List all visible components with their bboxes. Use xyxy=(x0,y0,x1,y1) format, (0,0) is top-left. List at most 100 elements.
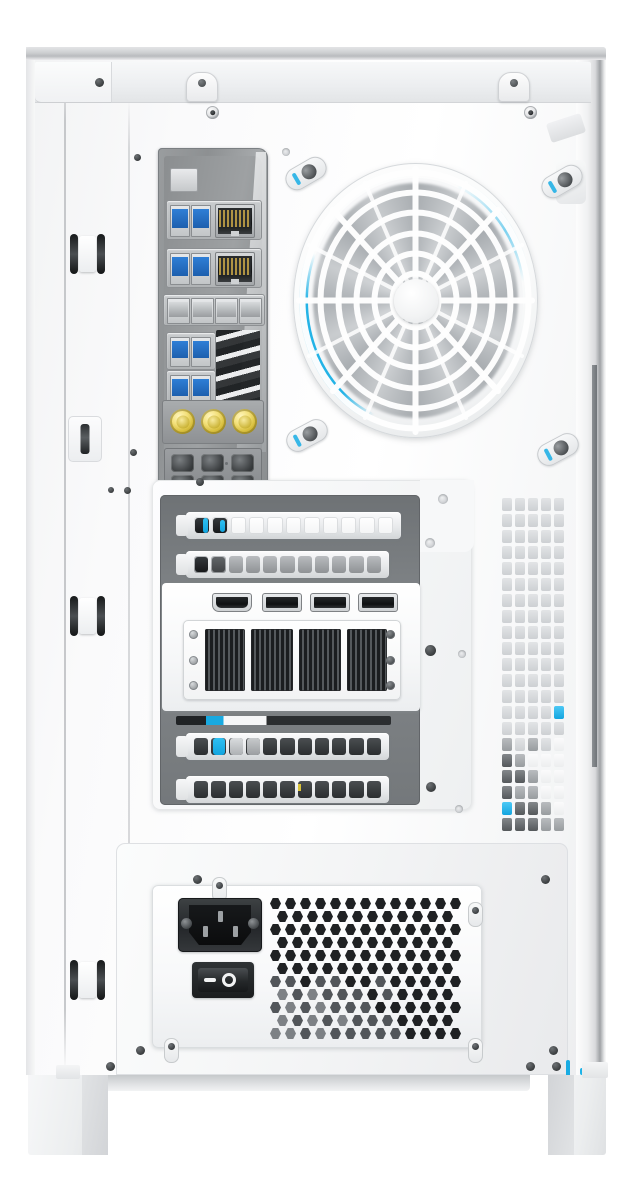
psu-shroud-rivet-bl xyxy=(136,1046,145,1055)
power-switch[interactable] xyxy=(192,962,254,998)
side-panel-seam xyxy=(64,60,66,1070)
usb-port-2.0-2[interactable] xyxy=(191,298,214,324)
psu-honeycomb-vent xyxy=(270,898,468,1039)
legacy-port-3[interactable] xyxy=(231,454,254,472)
gpu-under-gap xyxy=(176,716,391,725)
backplate-rivet-left xyxy=(196,478,204,486)
rear-exhaust-fan xyxy=(283,158,548,443)
backplate-screw-lower[interactable] xyxy=(426,782,436,792)
foot-left-bracket xyxy=(56,1065,80,1079)
fan-grille xyxy=(296,166,535,435)
psu-shroud-rivet-left xyxy=(193,875,202,884)
panel-latch-middle[interactable] xyxy=(68,416,102,462)
panel-latch-upper[interactable] xyxy=(70,234,110,274)
legacy-port-1[interactable] xyxy=(171,454,194,472)
power-inlet-pin-neutral xyxy=(233,926,238,937)
usb-port-3.2-3[interactable] xyxy=(170,253,190,285)
usb-port-2.0-3[interactable] xyxy=(215,298,238,324)
chassis-rivet-left-lower2 xyxy=(124,487,131,494)
accent-strip-right xyxy=(566,1060,570,1078)
side-ventilation-mesh xyxy=(502,498,564,831)
chassis-rivet-upper-left xyxy=(134,154,141,161)
audio-jack-3[interactable] xyxy=(232,409,257,434)
io-port-group-1 xyxy=(166,200,262,240)
power-inlet-screw-right xyxy=(248,918,259,929)
usb-port-3.2-5[interactable] xyxy=(170,337,190,367)
power-switch-mark-on xyxy=(204,978,216,982)
panel-screw-right[interactable] xyxy=(524,106,537,119)
gpu-screw-tr xyxy=(386,630,395,639)
backplate-screw-right[interactable] xyxy=(425,645,436,656)
thumbscrew-tab-left[interactable] xyxy=(186,72,218,102)
gpu-displayport-3[interactable] xyxy=(358,593,398,612)
power-inlet-pin-live xyxy=(203,926,208,937)
lan-port-2[interactable] xyxy=(215,252,255,286)
usb-port-3.2-1[interactable] xyxy=(170,205,190,237)
usb-port-3.2-4[interactable] xyxy=(191,253,211,285)
io-port-group-2 xyxy=(166,248,262,288)
backplate-hole-right xyxy=(458,650,466,658)
foot-right xyxy=(548,1075,606,1155)
slot-cover-3[interactable] xyxy=(176,733,389,760)
gpu-vent-grille xyxy=(183,620,401,700)
panel-screw-left[interactable] xyxy=(206,106,219,119)
gpu-fin-block-3 xyxy=(299,629,341,691)
io-port-group-3 xyxy=(166,332,216,370)
psu-shroud-rivet-br xyxy=(549,1046,558,1055)
io-shield-connector-block xyxy=(170,168,198,192)
psu-mount-tab-bl[interactable] xyxy=(164,1038,179,1063)
audio-jack-1[interactable] xyxy=(170,409,195,434)
slot-cover-1[interactable] xyxy=(176,512,401,539)
usb-port-2.0-1[interactable] xyxy=(167,298,190,324)
bottom-screw-left xyxy=(106,1062,115,1071)
gpu-screw-ml xyxy=(189,656,198,665)
gpu-screw-mr xyxy=(386,656,395,665)
psu-mount-tab-br[interactable] xyxy=(468,1038,483,1063)
audio-jack-2[interactable] xyxy=(201,409,226,434)
backplate-hole-lower xyxy=(455,805,463,813)
case-bottom-bar xyxy=(100,1075,530,1091)
psu-mount-tab-tl[interactable] xyxy=(212,877,227,902)
case-top-cap xyxy=(26,47,606,60)
gpu-screw-tl xyxy=(189,630,198,639)
fan-hub xyxy=(393,278,438,323)
backplate-hole-top xyxy=(438,494,448,504)
lan-port-1[interactable] xyxy=(215,204,255,238)
panel-latch-bottom[interactable] xyxy=(70,960,110,1000)
gpu-fin-block-1 xyxy=(205,629,245,691)
panel-latch-lower[interactable] xyxy=(70,596,110,636)
usb-port-3.2-8[interactable] xyxy=(191,375,211,405)
power-inlet-pin-earth xyxy=(218,911,223,922)
bottom-screw-right xyxy=(526,1062,535,1071)
slot-cover-2[interactable] xyxy=(176,551,389,578)
side-panel-seam-secondary xyxy=(128,100,130,1060)
gpu-fin-block-4 xyxy=(347,629,387,691)
io-shield-interior-shadow xyxy=(216,330,260,408)
gpu-hdmi-port[interactable] xyxy=(212,593,252,612)
io-port-group-usb2 xyxy=(163,294,265,326)
case-right-rail xyxy=(576,47,606,1077)
legacy-port-2[interactable] xyxy=(201,454,224,472)
bottom-screw-right2 xyxy=(552,1062,561,1071)
usb-port-3.2-2[interactable] xyxy=(191,205,211,237)
chassis-rivet-left-mid xyxy=(130,449,137,456)
gpu-displayport-1[interactable] xyxy=(262,593,302,612)
psu-mount-tab-tr[interactable] xyxy=(468,902,483,927)
gpu-displayport-2[interactable] xyxy=(310,593,350,612)
power-switch-mark-off xyxy=(222,973,236,987)
top-screw-hole-left xyxy=(95,78,104,87)
gpu-screw-bl xyxy=(189,681,198,690)
power-inlet-screw-left xyxy=(181,918,192,929)
power-inlet[interactable] xyxy=(178,898,262,952)
usb-port-3.2-6[interactable] xyxy=(191,337,211,367)
chassis-rivet-left-lower xyxy=(108,487,114,493)
chassis-hole-upper-mid xyxy=(282,148,290,156)
usb-port-2.0-4[interactable] xyxy=(239,298,262,324)
psu-shroud-rivet-right xyxy=(541,875,550,884)
foot-right-bracket xyxy=(582,1062,608,1078)
backplate-hole-mid xyxy=(425,538,435,548)
case-left-edge xyxy=(26,47,35,1075)
slot-cover-4[interactable] xyxy=(176,776,389,803)
thumbscrew-tab-right[interactable] xyxy=(498,72,530,102)
